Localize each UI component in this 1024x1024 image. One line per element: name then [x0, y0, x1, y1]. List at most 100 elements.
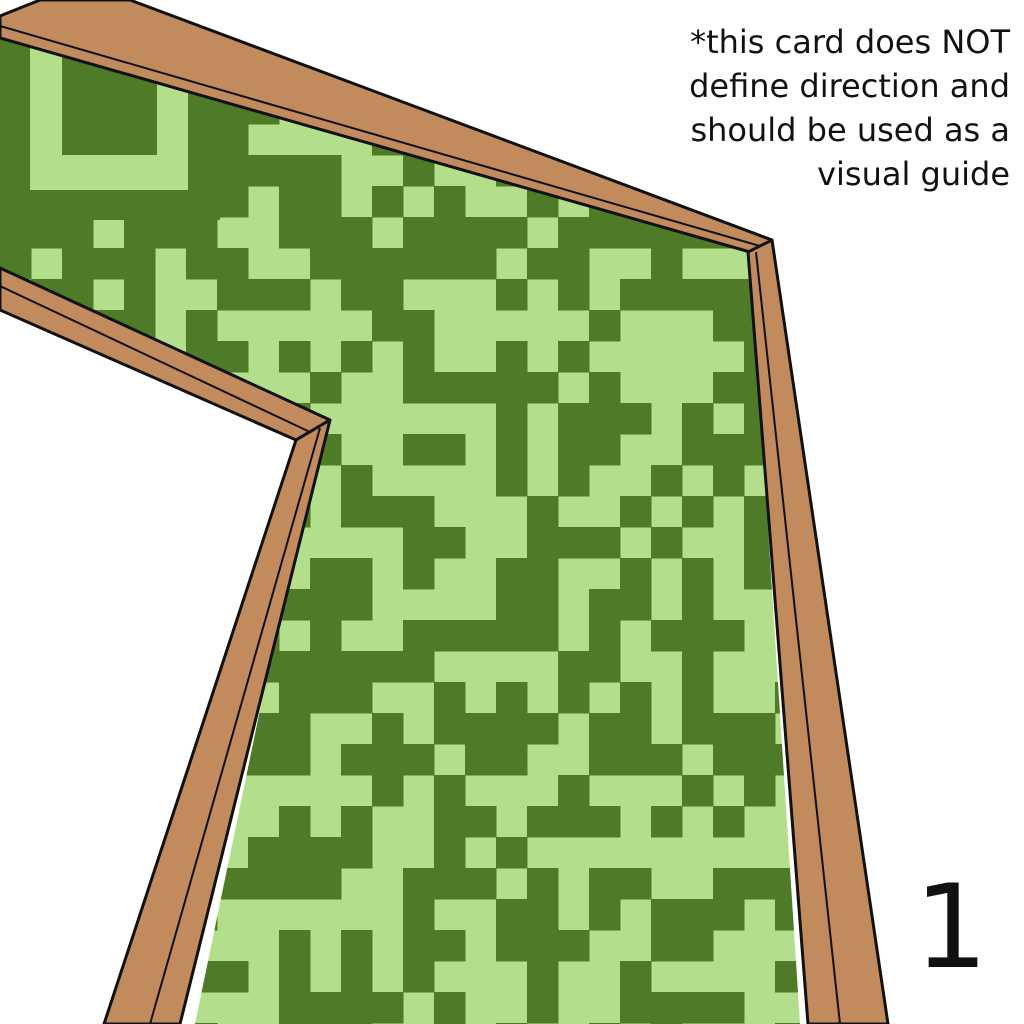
grass-tile — [713, 744, 745, 776]
grass-tile — [341, 465, 373, 497]
grass-tile — [217, 248, 249, 280]
grass-tile — [403, 372, 435, 404]
grass-tile — [527, 868, 559, 900]
grass-tile — [310, 558, 342, 590]
grass-tile — [62, 217, 94, 249]
grass-tile — [589, 713, 621, 745]
grass-tile — [217, 341, 249, 373]
grass-tile — [403, 744, 435, 776]
grass-tile — [310, 651, 342, 683]
grass-tile — [620, 496, 652, 528]
card-number: 1 — [914, 860, 988, 995]
grass-tile — [434, 713, 466, 745]
grass-tile — [310, 248, 342, 280]
grass-tile — [310, 682, 342, 714]
grass-tile — [124, 248, 156, 280]
grass-tile — [310, 992, 342, 1024]
grass-tile — [496, 372, 528, 404]
grass-tile — [496, 558, 528, 590]
grass-tile — [589, 899, 621, 931]
grass-tile — [310, 155, 342, 187]
grass-tile — [217, 186, 249, 218]
grass-tile — [341, 961, 373, 993]
grass-tile — [775, 961, 800, 993]
grass-tile — [310, 837, 342, 869]
grass-tile — [279, 868, 311, 900]
grass-tile — [31, 217, 63, 249]
grass-tile — [651, 527, 683, 559]
grass-tile — [434, 372, 466, 404]
grass-tile — [372, 496, 404, 528]
grass-tile — [0, 217, 32, 249]
grass-tile — [403, 868, 435, 900]
grass-tile — [558, 651, 590, 683]
grass-tile — [496, 930, 528, 962]
grass-tile — [155, 217, 187, 249]
grass-tile — [465, 248, 497, 280]
disclaimer-note: *this card does NOT define direction and… — [689, 23, 1010, 193]
grass-tile — [527, 620, 559, 652]
grass-tile — [620, 713, 652, 745]
grass-tile — [372, 713, 404, 745]
grass-tile — [527, 806, 559, 838]
grass-tile — [372, 992, 404, 1024]
grass-tile — [496, 620, 528, 652]
grass-tile — [682, 899, 714, 931]
grass-tile — [93, 248, 125, 280]
grass-tile — [496, 341, 528, 373]
grass-tile — [589, 372, 621, 404]
grass-tile — [403, 930, 435, 962]
grass-tile — [496, 713, 528, 745]
grass-tile — [279, 155, 311, 187]
grass-tile — [279, 806, 311, 838]
grass-tile — [341, 992, 373, 1024]
grass-tile — [279, 961, 311, 993]
grass-tile — [496, 589, 528, 621]
grass-tile — [310, 186, 342, 218]
grass-tile — [527, 961, 559, 993]
grass-tile — [589, 589, 621, 621]
grass-tile — [589, 310, 621, 342]
grass-tile — [403, 961, 435, 993]
grass-tile — [558, 279, 590, 311]
grass-tile — [651, 620, 683, 652]
grass-tile — [620, 744, 652, 776]
grass-tile — [589, 651, 621, 683]
grass-tile — [403, 434, 435, 466]
grass-tile — [403, 899, 435, 931]
grass-tile — [248, 868, 280, 900]
grass-tile — [403, 310, 435, 342]
grass-tile — [341, 248, 373, 280]
grass-tile — [403, 496, 435, 528]
grass-tile — [620, 961, 652, 993]
grass-tile — [434, 806, 466, 838]
grass-tile — [341, 279, 373, 311]
grass-tile — [682, 651, 714, 683]
grass-tile — [558, 930, 590, 962]
grass-tile — [713, 806, 745, 838]
grass-tile — [589, 806, 621, 838]
grass-tile — [372, 744, 404, 776]
grass-tile — [744, 744, 776, 776]
grass-tile — [248, 155, 280, 187]
grass-tile — [496, 744, 528, 776]
grass-tile — [682, 279, 714, 311]
grass-tile — [527, 930, 559, 962]
grass-tile — [620, 868, 652, 900]
grass-tile — [620, 279, 652, 311]
grass-tile — [279, 837, 311, 869]
fence-rail-left-groove — [0, 285, 311, 433]
grass-tile — [527, 558, 559, 590]
grass-tile — [496, 465, 528, 497]
grass-tile — [744, 713, 776, 745]
grass-tile — [310, 589, 342, 621]
grass-tile — [558, 682, 590, 714]
grass-tile — [279, 651, 311, 683]
grass-tile — [279, 744, 311, 776]
grass-tile — [434, 868, 466, 900]
grass-tile — [403, 217, 435, 249]
grass-tile — [496, 279, 528, 311]
grass-tile — [589, 868, 621, 900]
grass-tile — [682, 403, 714, 435]
grass-tile — [713, 899, 745, 931]
